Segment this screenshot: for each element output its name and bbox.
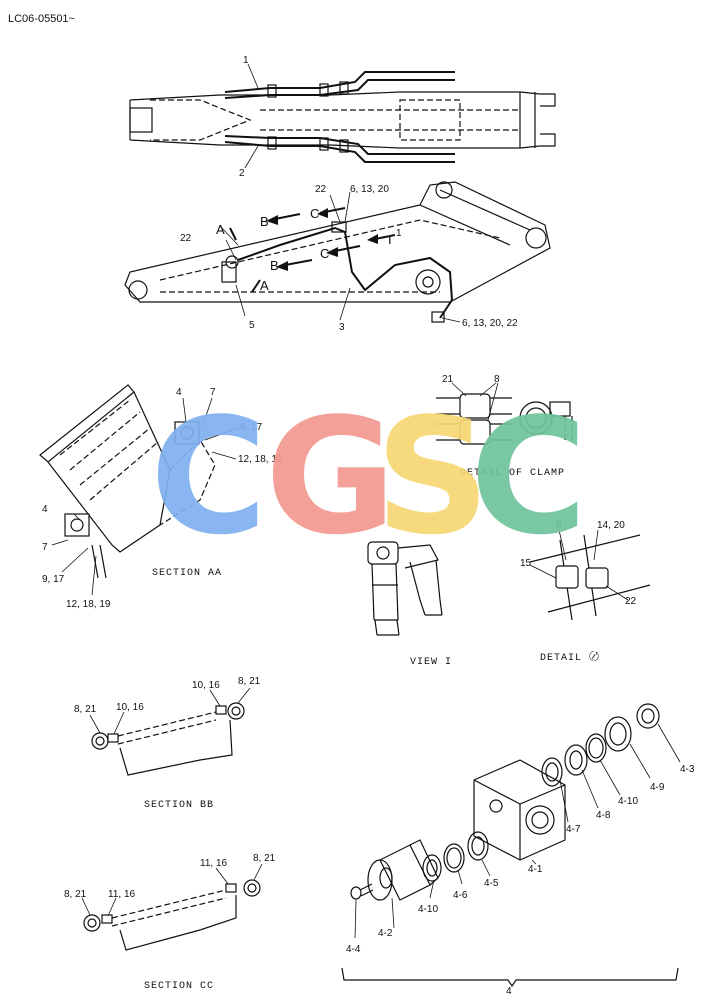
label-bb-8-21-right: 8, 21 (238, 676, 261, 687)
section-marker-b-lower: B (270, 258, 279, 273)
label-assembly-4: 4 (506, 986, 512, 997)
label-bb-10-16-right: 10, 16 (192, 680, 220, 691)
caption-section-aa: SECTION AA (152, 568, 222, 579)
label-4-8: 4-8 (596, 810, 611, 821)
section-marker-c-upper: C (310, 206, 319, 221)
label-detail-14-20: 14, 20 (597, 520, 625, 531)
boom-side-view (124, 181, 551, 323)
view-i-drawing (367, 541, 443, 636)
section-marker-b-upper: B (260, 214, 269, 229)
label-detail-6: 6 (556, 520, 562, 531)
label-bb-8-21-left: 8, 21 (74, 704, 97, 715)
label-4-10-left: 4-10 (418, 904, 438, 915)
label-cc-8-21-left: 8, 21 (64, 889, 87, 900)
label-detail-22: 22 (625, 596, 637, 607)
watermark-letter-c1: C (150, 383, 267, 570)
label-4-7: 4-7 (566, 824, 581, 835)
label-3: 3 (339, 322, 345, 333)
label-detail-15: 15 (520, 558, 532, 569)
label-5: 5 (249, 320, 255, 331)
label-aa-12-18-19-upper: 12, 18, 19 (238, 454, 283, 465)
caption-detail-y: DETAIL 〄 (540, 651, 600, 664)
caption-section-cc: SECTION CC (144, 981, 214, 992)
label-cc-11-16-right: 11, 16 (200, 858, 227, 869)
label-4-4: 4-4 (346, 944, 361, 955)
label-22-top: 22 (315, 184, 327, 195)
section-marker-a-lower: A (260, 278, 269, 293)
label-aa-9-17-lower: 9, 17 (42, 574, 65, 585)
label-aa-4-lower: 4 (42, 504, 48, 515)
label-hose-1: 1 (243, 55, 249, 66)
label-6-13-20: 6, 13, 20 (350, 184, 389, 195)
label-cc-11-16-left: 11, 16 (108, 889, 135, 900)
label-4-1: 4-1 (528, 864, 543, 875)
label-clamp-8: 8 (494, 374, 500, 385)
label-4-2: 4-2 (378, 928, 393, 939)
detail-hook-drawing (529, 529, 651, 621)
caption-section-bb: SECTION BB (144, 800, 214, 811)
watermark-letter-g: G (265, 383, 396, 570)
boom-top-view (129, 63, 556, 169)
watermark-letter-s: S (375, 383, 490, 570)
document-code: LC06-05501~ (8, 13, 75, 25)
label-4-3: 4-3 (680, 764, 695, 775)
label-clamp-21: 21 (442, 374, 454, 385)
fitting-4-exploded (341, 703, 681, 988)
label-cc-8-21-right: 8, 21 (253, 853, 276, 864)
label-hose-2: 2 (239, 168, 245, 179)
label-4-9: 4-9 (650, 782, 665, 793)
view-marker-i: I (388, 232, 392, 247)
section-marker-a-upper: A (216, 222, 225, 237)
label-aa-4-upper: 4 (176, 387, 182, 398)
detail-clamp-drawing (436, 382, 573, 445)
caption-detail-of-clamp: DETAIL OF CLAMP (460, 468, 565, 479)
label-bb-10-16-left: 10, 16 (116, 702, 144, 713)
watermark-letter-c2: C (470, 383, 587, 570)
caption-view-i: VIEW I (410, 657, 452, 668)
label-6-13-20-22: 6, 13, 20, 22 (462, 318, 518, 329)
section-cc-drawing (81, 863, 263, 951)
label-22-left: 22 (180, 233, 192, 244)
label-4-6: 4-6 (453, 890, 468, 901)
label-aa-12-18-19-lower: 12, 18, 19 (66, 599, 111, 610)
section-bb-drawing (89, 687, 251, 776)
label-4-10-right: 4-10 (618, 796, 638, 807)
cgsc-watermark: C G S C (150, 383, 587, 570)
label-aa-9-17-upper: 9, 17 (240, 422, 263, 433)
label-aa-7-lower: 7 (42, 542, 48, 553)
section-aa-drawing (39, 384, 239, 596)
section-marker-c-lower: C (320, 246, 329, 261)
label-aa-7-upper: 7 (210, 387, 216, 398)
view-marker-i-sub: 1 (396, 228, 402, 239)
label-4-5: 4-5 (484, 878, 499, 889)
